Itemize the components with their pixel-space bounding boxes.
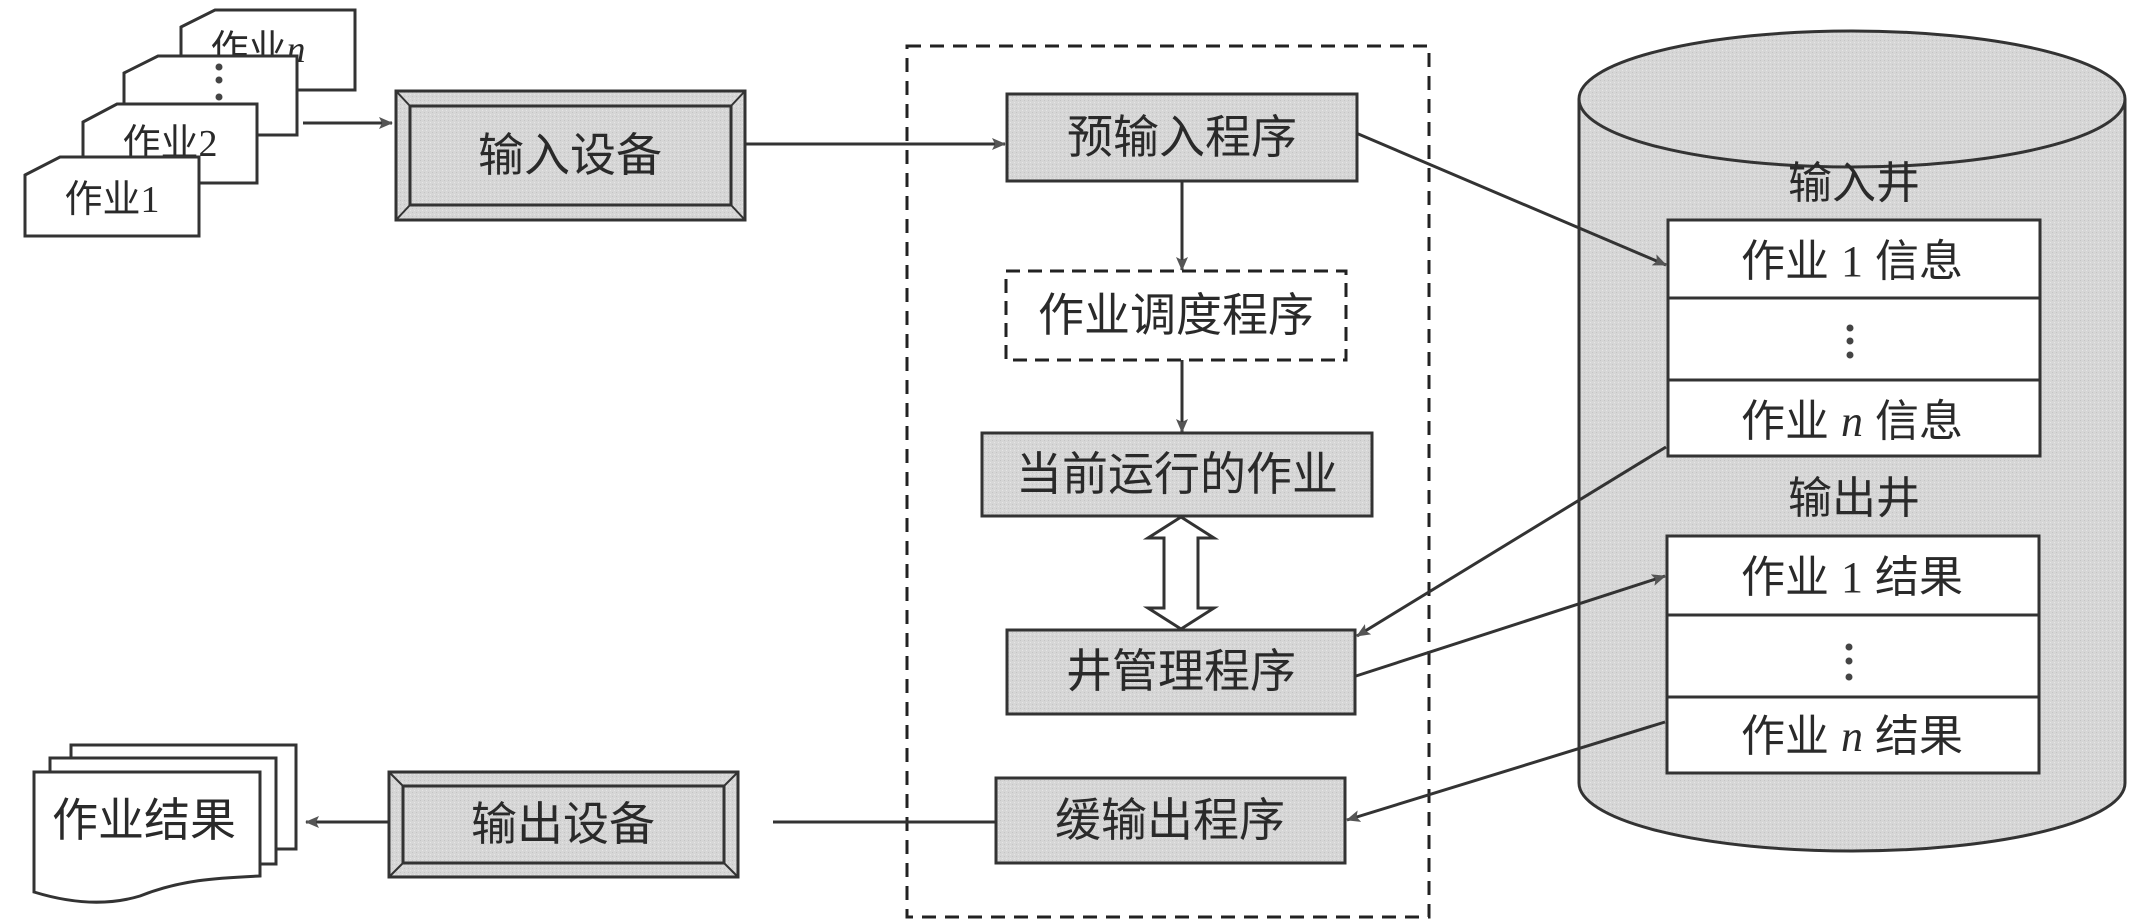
job-result-label: 作业结果 — [52, 793, 236, 847]
pre-input-program-box: 预输入程序 — [1005, 92, 1359, 183]
job-result-documents: 作业结果 — [32, 743, 298, 904]
well-manager-box: 井管理程序 — [1005, 628, 1357, 716]
dot-icon — [215, 63, 223, 71]
arrow-pre-input-to-input-well — [1355, 131, 1667, 267]
arrow-input-well-to-well-manager — [1356, 445, 1667, 638]
pre-input-program-label: 预输入程序 — [1067, 110, 1297, 164]
arrow-output-well-to-buffered-output — [1346, 720, 1666, 822]
input-device: 输入设备 — [394, 89, 747, 222]
job-scheduler-box: 作业调度程序 — [1004, 269, 1348, 362]
job-scheduler-label: 作业调度程序 — [1038, 288, 1314, 342]
input-device-label: 输入设备 — [478, 128, 662, 182]
output-well-title: 输出井 — [1788, 473, 1920, 524]
buffered-output-program-box: 缓输出程序 — [994, 776, 1347, 865]
dot-icon — [1845, 673, 1853, 681]
current-running-job-label: 当前运行的作业 — [1016, 447, 1338, 501]
spooling-system-container — [905, 44, 1431, 919]
job-card-1: 作业1 — [23, 155, 201, 238]
arrow-well-manager-to-output-well — [1355, 574, 1666, 678]
dot-icon — [1846, 324, 1854, 332]
job-card-1-label: 作业1 — [64, 177, 159, 221]
dot-icon — [215, 76, 223, 84]
input-well-title: 输入井 — [1788, 158, 1920, 209]
dot-icon — [215, 93, 223, 101]
input-job-stack: 作业n 作业2 作业1 — [23, 8, 357, 238]
current-running-job-box: 当前运行的作业 — [980, 431, 1374, 518]
output-device-label: 输出设备 — [471, 797, 655, 851]
output-device: 输出设备 — [387, 770, 740, 879]
dot-icon — [1845, 657, 1853, 665]
well-manager-label: 井管理程序 — [1066, 644, 1296, 698]
dot-icon — [1846, 351, 1854, 359]
cylinder-top — [1577, 29, 2127, 169]
double-arrow-icon — [1142, 515, 1220, 631]
buffered-output-program-label: 缓输出程序 — [1055, 793, 1285, 847]
dot-icon — [1845, 643, 1853, 651]
dot-icon — [1846, 337, 1854, 345]
